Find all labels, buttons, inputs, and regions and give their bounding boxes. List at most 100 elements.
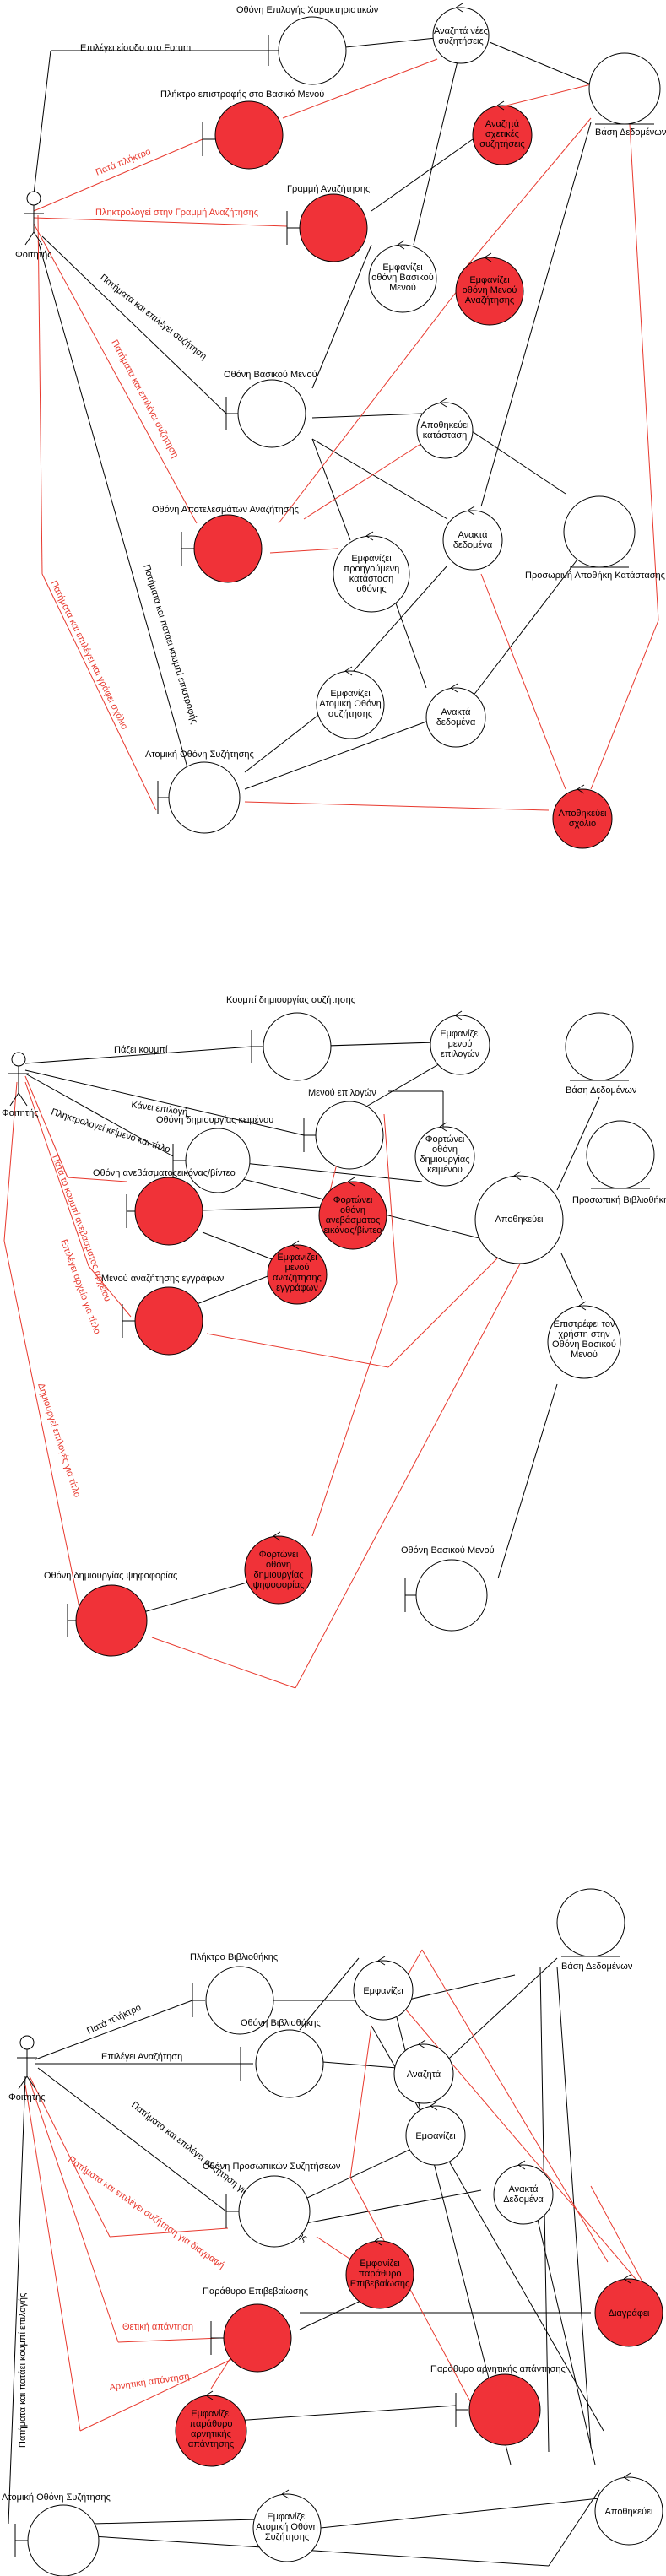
boundary-library-screen: Οθόνη Βιβλιοθήκης (240, 2018, 324, 2098)
svg-text:Πάζει κουμπί: Πάζει κουμπί (114, 1045, 168, 1055)
svg-text:Βάση Δεδομένων: Βάση Δεδομένων (566, 1085, 637, 1096)
boundary-main-menu: Οθόνη Βασικού Μενού (224, 370, 317, 448)
boundary-poll-screen: Οθόνη δημιουργίας ψηφοφορίας (44, 1571, 177, 1657)
svg-text:Πλήκτρο Βιβλιοθήκης: Πλήκτρο Βιβλιοθήκης (190, 1952, 278, 1962)
svg-text:Κουμπί δημιουργίας συζήτησης: Κουμπί δημιουργίας συζήτησης (226, 995, 355, 1005)
svg-text:Ατομική Οθόνη Συζήτησης: Ατομική Οθόνη Συζήτησης (145, 750, 254, 760)
svg-text:Οθόνη Βασικού Μενού: Οθόνη Βασικού Μενού (401, 1545, 495, 1556)
edge-press-comment: Πατήματα και επιλέγει και γράφει σχόλιο (48, 579, 129, 731)
svg-text:Αποθηκεύει: Αποθηκεύει (495, 1215, 544, 1225)
svg-text:Μενού αναζήτησης εγγράφων: Μενού αναζήτησης εγγράφων (101, 1274, 225, 1284)
edge-press-select-chat: Πατήματα και επιλέγει συζήτηση (109, 338, 180, 460)
boundary-create-text-screen: Οθόνη δημιουργίας κειμένου (156, 1115, 273, 1193)
svg-text:Θετική απάντηση: Θετική απάντηση (122, 2322, 193, 2332)
control-search-3: Αναζητά (393, 2039, 454, 2104)
svg-text:Οθόνη Επιλογής Χαρακτηριστικών: Οθόνη Επιλογής Χαρακτηριστικών (236, 5, 379, 15)
diagram-personal-chats: Πατά πλήκτρο Επιλέγει Αναζήτηση Πατήματα… (2, 1888, 663, 2576)
svg-text:Αρνητική απάντηση: Αρνητική απάντηση (109, 2372, 190, 2393)
svg-text:Επιλέγει Αναζήτηση: Επιλέγει Αναζήτηση (101, 2052, 182, 2062)
boundary-personal-chats: Οθόνη Προσωπικών Συζητήσεων (203, 2162, 341, 2248)
svg-text:Εμφανίζει: Εμφανίζει (415, 2131, 456, 2141)
svg-text:Πατά πλήκτρο: Πατά πλήκτρο (85, 2003, 143, 2037)
actor-student-2: Φοιτητής (2, 1052, 39, 1118)
boundary-results-screen: Οθόνη Αποτελεσμάτων Αναζήτησης (152, 505, 299, 583)
boundary-chat-screen-3: Ατομική Οθόνη Συζήτησης (2, 2492, 111, 2576)
boundary-create-button: Κουμπί δημιουργίας συζήτησης (226, 995, 355, 1081)
actor-label: Φοιτητής (15, 250, 52, 260)
svg-text:Μενού επιλογών: Μενού επιλογών (308, 1088, 376, 1098)
svg-text:Βάση Δεδομένων: Βάση Δεδομένων (561, 1962, 633, 1972)
svg-text:Οθόνη Προσωπικών Συζητήσεων: Οθόνη Προσωπικών Συζητήσεων (203, 2162, 341, 2172)
diagram-search-chats: Επιλέγει είσοδο στο Forum Πατά πλήκτρο Π… (15, 3, 666, 849)
svg-text:Δημιουργεί επιλογές για τίτλο: Δημιουργεί επιλογές για τίτλο (35, 1382, 82, 1498)
svg-text:Πληκτρολογεί κείμενο και τίτλο: Πληκτρολογεί κείμενο και τίτλο (50, 1107, 171, 1155)
svg-text:Γραμμή Αναζήτησης: Γραμμή Αναζήτησης (287, 184, 370, 194)
actor-student-3: Φοιτητής (8, 2035, 46, 2102)
svg-text:Προσωπική Βιβλιοθήκη: Προσωπική Βιβλιοθήκη (572, 1195, 666, 1205)
svg-text:Οθόνη Βασικού Μενού: Οθόνη Βασικού Μενού (224, 370, 317, 380)
entity-personal-library: Προσωπική Βιβλιοθήκη (572, 1120, 666, 1205)
diagram-create-chat: Πάζει κουμπί Κάνει επιλογή Πληκτρολογεί … (2, 995, 666, 1689)
boundary-upload-screen: Οθόνη ανεβάσματοςεικόνας/βίντεο (93, 1168, 236, 1246)
boundary-main-menu-2: Οθόνη Βασικού Μενού (401, 1545, 495, 1632)
control-saves-3: Αποθηκεύει (594, 2472, 663, 2546)
boundary-confirm-window: Παράθυρο Επιβεβαίωσης (203, 2286, 308, 2373)
edge-press-back: Πατήματα και πατάει κουμπί επιστροφής (141, 563, 199, 725)
svg-text:Αποθηκεύει: Αποθηκεύει (605, 2507, 653, 2517)
entity-db-2: Βάση Δεδομένων (565, 1012, 637, 1096)
svg-text:Εμφανίζει: Εμφανίζει (363, 1986, 403, 1996)
edge-enter-forum: Επιλέγει είσοδο στο Forum (80, 43, 191, 53)
actor-student: Φοιτητής (15, 191, 52, 260)
entity-db-3: Βάση Δεδομένων (556, 1888, 633, 1972)
control-saves-2: Αποθηκεύει (474, 1171, 564, 1264)
svg-text:Διαγράφει: Διαγράφει (609, 2308, 650, 2319)
svg-text:Οθόνη Αποτελεσμάτων Αναζήτησης: Οθόνη Αποτελεσμάτων Αναζήτησης (152, 505, 299, 515)
svg-text:Αναζητά: Αναζητά (407, 2070, 441, 2080)
svg-text:Ατομική Οθόνη Συζήτησης: Ατομική Οθόνη Συζήτησης (2, 2492, 111, 2503)
boundary-char-screen: Οθόνη Επιλογής Χαρακτηριστικών (236, 5, 379, 85)
boundary-options-menu: Μενού επιλογών (303, 1088, 384, 1170)
boundary-search-files-menu: Μενού αναζήτησης εγγράφων (101, 1274, 225, 1356)
svg-text:Φοιτητής: Φοιτητής (2, 1108, 39, 1118)
svg-text:Προσωρινή Αποθήκη Κατάστασης: Προσωρινή Αποθήκη Κατάστασης (525, 571, 665, 581)
control-show-1: Εμφανίζει (353, 1956, 414, 2021)
svg-text:Οθόνη ανεβάσματοςεικόνας/βίντε: Οθόνη ανεβάσματοςεικόνας/βίντεο (93, 1168, 236, 1178)
boundary-back-key: Πλήκτρο επιστροφής στο Βασικό Μενού (160, 89, 324, 170)
boundary-chat-screen: Ατομική Οθόνη Συζήτησης (145, 750, 254, 834)
edge-type-line: Πληκτρολογεί στην Γραμμή Αναζήτησης (95, 208, 258, 218)
